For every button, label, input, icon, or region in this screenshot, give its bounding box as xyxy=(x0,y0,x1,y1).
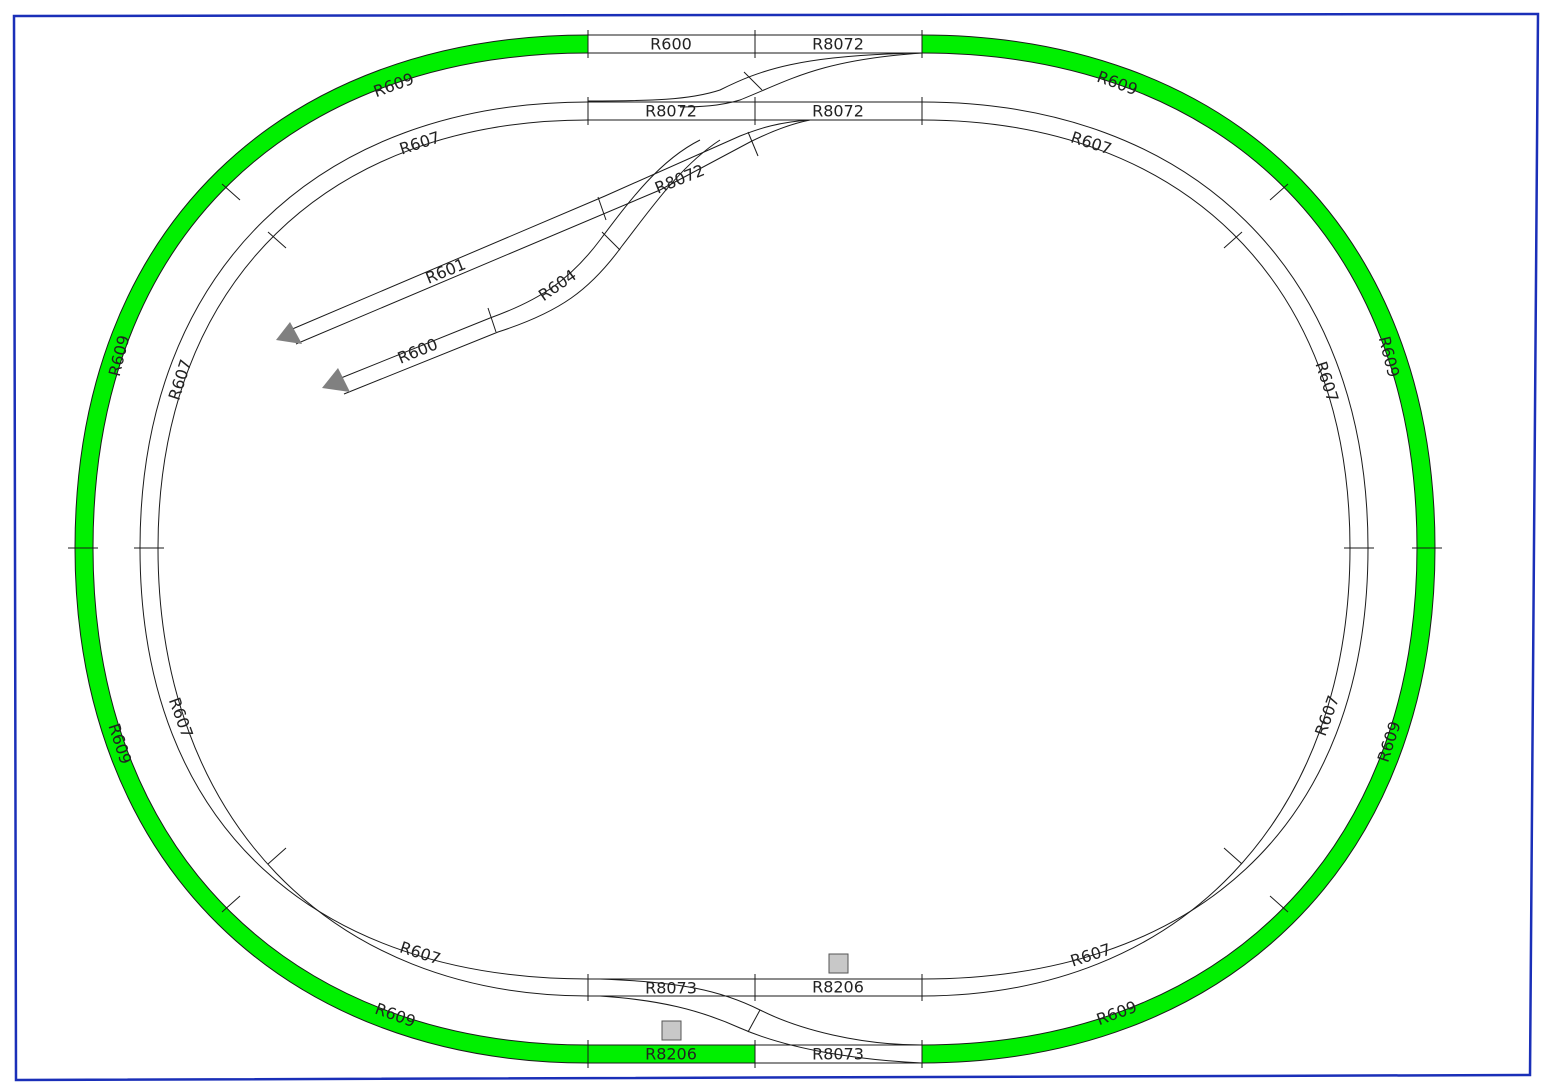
piece-label: R8072 xyxy=(812,102,864,121)
baseboard-outline xyxy=(12,12,1540,1082)
square-accessory-icon[interactable] xyxy=(828,953,849,974)
piece-label: R607 xyxy=(1311,693,1343,739)
top-inner-straights[interactable] xyxy=(587,97,923,125)
triangle-buffer-stop-icon xyxy=(322,368,350,392)
piece-label: R604 xyxy=(535,265,580,304)
piece-labels: R609 R609 R609 R609 R609 R609 R609 R609 … xyxy=(104,35,1404,1064)
square-accessory-icon[interactable] xyxy=(661,1020,682,1041)
piece-label: R8073 xyxy=(812,1045,864,1064)
piece-label: R8206 xyxy=(812,978,864,997)
piece-label: R8206 xyxy=(645,1045,697,1064)
piece-label: R607 xyxy=(165,695,197,741)
piece-label: R600 xyxy=(395,334,441,367)
inner-loop[interactable] xyxy=(134,101,1374,997)
bottom-straights[interactable] xyxy=(587,953,923,1068)
piece-label: R607 xyxy=(165,357,196,402)
piece-label: R607 xyxy=(398,938,443,969)
piece-label: R607 xyxy=(397,128,442,159)
piece-label: R8072 xyxy=(652,161,707,198)
top-outer-straights[interactable] xyxy=(587,30,923,108)
piece-label: R601 xyxy=(423,254,469,287)
piece-label: R8073 xyxy=(645,979,697,998)
piece-label: R607 xyxy=(1068,940,1113,971)
piece-label: R8072 xyxy=(812,35,864,54)
sidings[interactable] xyxy=(276,119,811,395)
triangle-buffer-stop-icon xyxy=(276,322,302,344)
outer-loop[interactable] xyxy=(68,34,1442,1064)
outer-bottom-straight-highlight[interactable] xyxy=(588,1045,755,1063)
piece-label: R607 xyxy=(1069,128,1114,159)
piece-label: R8072 xyxy=(645,102,697,121)
piece-label: R600 xyxy=(650,35,692,54)
outer-left-track[interactable] xyxy=(74,35,589,1063)
